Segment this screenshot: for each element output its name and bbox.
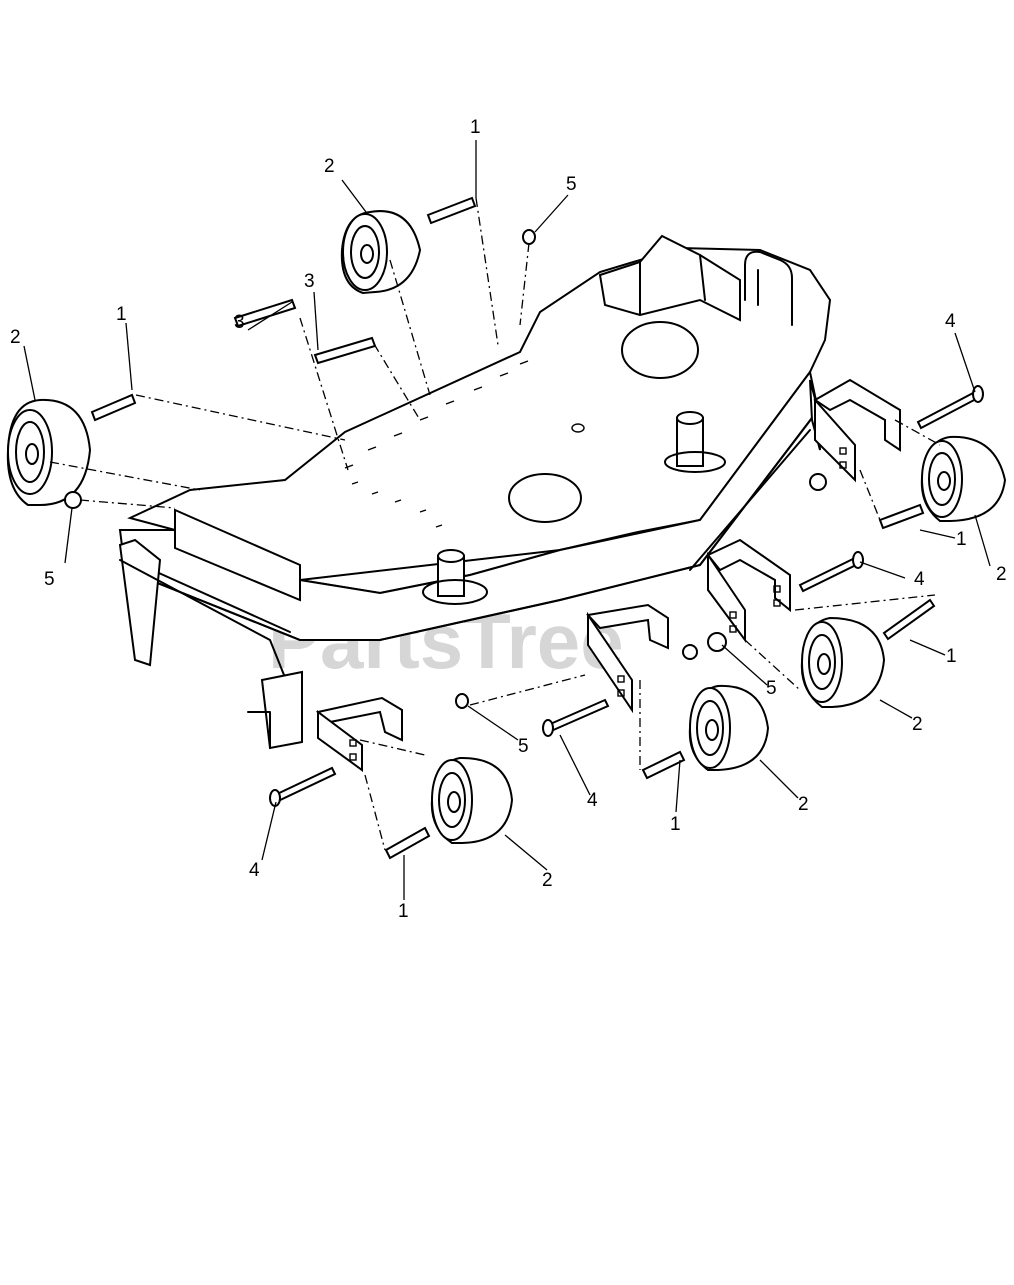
wheel-right-rear	[920, 435, 1007, 522]
callout-2-top: 2	[324, 156, 335, 177]
callout-4-right-front: 4	[914, 569, 925, 590]
rear-bracket-right	[813, 378, 901, 483]
wheel-right-front	[800, 616, 886, 708]
callout-5-far-left: 5	[44, 569, 55, 590]
wheel-far-left	[6, 398, 92, 506]
front-bracket-right	[706, 538, 791, 644]
callout-5-right-front: 5	[766, 678, 777, 699]
front-bracket-left	[315, 696, 403, 772]
front-bracket-center	[586, 603, 669, 714]
callout-2-right-rear: 2	[996, 564, 1007, 585]
callout-1-center-front: 1	[670, 814, 681, 835]
nuts	[64, 229, 827, 709]
callout-4-left-front: 4	[249, 860, 260, 881]
callout-5-center: 5	[518, 736, 529, 757]
wheel-left-front	[430, 756, 514, 844]
callout-2-center-front: 2	[798, 794, 809, 815]
callout-1-left-front: 1	[398, 901, 409, 922]
callout-4-center: 4	[587, 790, 598, 811]
callout-1-far-left: 1	[116, 304, 127, 325]
wheel-top-left	[340, 210, 422, 295]
callout-4-right-rear: 4	[945, 311, 956, 332]
assembly-lines	[49, 197, 941, 851]
callout-5-top: 5	[566, 174, 577, 195]
callout-2-right-front: 2	[912, 714, 923, 735]
deck-housing	[118, 234, 832, 750]
callout-2-far-left: 2	[10, 327, 21, 348]
callout-3-right: 3	[304, 271, 315, 292]
callout-1-right-rear: 1	[956, 529, 967, 550]
wheel-center-front	[688, 684, 770, 771]
callout-1-top: 1	[470, 117, 481, 138]
callout-2-left-front: 2	[542, 870, 553, 891]
leader-lines	[23, 140, 991, 900]
callouts: 1 2 5 1 2 3 3 5 4 1 2 4 1 2 5 2 5 4 1 2 …	[10, 117, 1007, 922]
callout-1-right-front: 1	[946, 646, 957, 667]
callout-3-left: 3	[234, 312, 245, 333]
bolts	[269, 385, 984, 807]
